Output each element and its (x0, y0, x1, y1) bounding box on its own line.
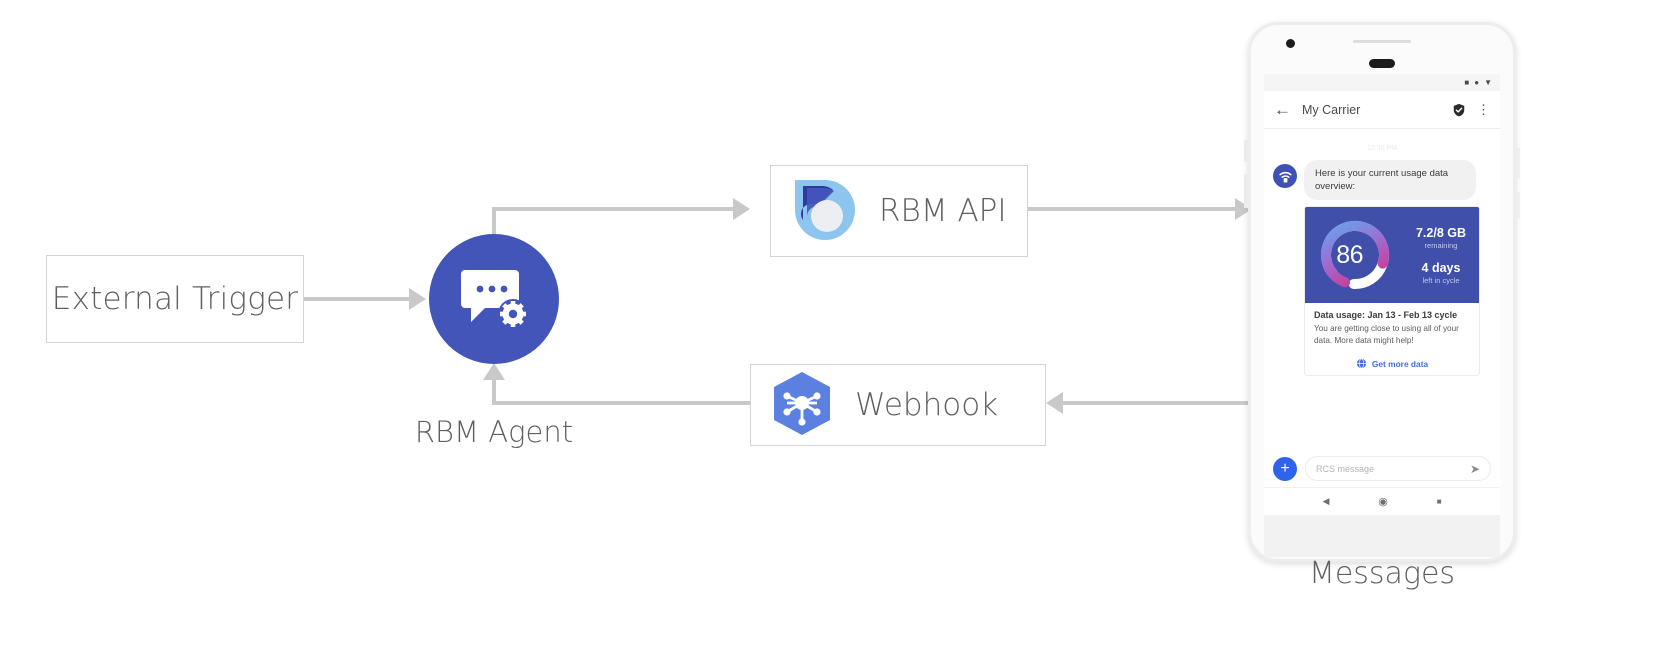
connector-agent-to-api (492, 207, 733, 211)
phone-volume-button (1244, 140, 1248, 162)
connector-api-to-phone (1028, 207, 1235, 211)
phone-speaker-grill (1353, 40, 1411, 43)
hexagon-nodes-icon (774, 372, 830, 435)
card-description: You are getting close to using all of yo… (1314, 324, 1459, 346)
connector-webhook-to-agent (492, 401, 750, 405)
stat-days-value: 4 days (1421, 260, 1461, 275)
globe-icon (1356, 358, 1366, 369)
arrowhead-webhook-to-agent (483, 363, 505, 380)
wifi-dot-icon: ● (1474, 77, 1480, 87)
node-external-trigger[interactable]: External Trigger (46, 255, 304, 343)
phone-power-button (1244, 174, 1248, 208)
app-bar-title: My Carrier (1302, 102, 1361, 117)
phone-camera (1286, 39, 1295, 48)
plus-icon[interactable]: + (1273, 456, 1297, 481)
stat-days-caption: left in cycle (1422, 275, 1460, 285)
overflow-menu-icon[interactable]: ⋮ (1477, 102, 1490, 117)
nav-home-icon[interactable]: ◉ (1378, 496, 1388, 508)
gauge-percent-value: 86 (1336, 240, 1364, 269)
rbm-agent-label: RBM Agent (414, 415, 574, 449)
conversation-timestamp: 12:30 PM (1367, 145, 1397, 152)
node-webhook[interactable]: Webhook (750, 364, 1046, 446)
node-rbm-agent[interactable] (429, 234, 559, 364)
android-nav-bar: ◀ ◉ ■ (1264, 487, 1500, 515)
verified-shield-icon (1453, 103, 1465, 116)
rbm-api-label: RBM API (879, 193, 1007, 229)
gauge-percent-symbol: % (1364, 275, 1374, 288)
battery-icon: ▼ (1484, 77, 1492, 87)
rbm-agent-circle (429, 234, 559, 364)
nav-back-icon[interactable]: ◀ (1322, 496, 1330, 506)
phone-earpiece (1369, 59, 1395, 68)
external-trigger-label: External Trigger (51, 281, 299, 317)
card-hero: 86 % 7.2/8 GB remaining 4 days lef (1305, 207, 1479, 304)
get-more-data-label: Get more data (1371, 358, 1429, 369)
arrowhead-phone-to-webhook (1046, 392, 1063, 414)
send-icon[interactable]: ➤ (1469, 461, 1480, 476)
back-arrow-icon[interactable]: ← (1274, 100, 1291, 119)
phone-chin (1264, 515, 1500, 557)
phone-side-accent-bottom (1516, 192, 1520, 218)
stat-days-left: 4 days left in cycle (1401, 260, 1479, 285)
arrowhead-agent-to-api (733, 198, 750, 220)
conversation-area: 12:30 PM Here is your current usage data… (1264, 129, 1500, 376)
connector-agent-bottom-riser (492, 380, 496, 403)
message-row-incoming: Here is your current usage data overview… (1273, 160, 1491, 201)
stat-data-remaining: 7.2/8 GB remaining (1401, 225, 1479, 250)
messages-label: Messages (1308, 556, 1456, 591)
usage-gauge: 86 % (1317, 217, 1393, 293)
signal-icon: ■ (1464, 77, 1470, 87)
connector-phone-to-webhook (1060, 401, 1250, 405)
connector-agent-up (492, 207, 496, 239)
stat-data-value: 7.2/8 GB (1415, 225, 1467, 240)
card-stats: 7.2/8 GB remaining 4 days left in cycle (1401, 207, 1479, 303)
chat-gear-icon (461, 270, 528, 329)
webhook-label: Webhook (855, 387, 999, 423)
rcs-message-placeholder: RCS message (1316, 463, 1375, 474)
phone-side-accent-top (1516, 148, 1520, 178)
gauge-percent: 86 % (1317, 217, 1393, 293)
composer: + RCS message ➤ (1264, 456, 1500, 481)
status-bar: ■ ● ▼ (1264, 74, 1500, 91)
rcs-message-input[interactable]: RCS message ➤ (1305, 456, 1491, 481)
card-body: Data usage: Jan 13 - Feb 13 cycle You ar… (1305, 303, 1479, 351)
phone-screen: ■ ● ▼ ← My Carrier ⋮ 12:30 PM (1264, 74, 1500, 515)
carrier-wifi-avatar-icon (1273, 164, 1297, 188)
app-bar: ← My Carrier ⋮ (1264, 91, 1500, 129)
get-more-data-button[interactable]: Get more data (1305, 351, 1479, 375)
rich-card[interactable]: 86 % 7.2/8 GB remaining 4 days lef (1304, 206, 1480, 376)
stat-data-caption: remaining (1424, 240, 1458, 250)
card-title: Data usage: Jan 13 - Feb 13 cycle (1314, 310, 1458, 321)
nav-recent-icon[interactable]: ■ (1436, 497, 1442, 506)
greeting-bubble: Here is your current usage data overview… (1304, 160, 1476, 201)
node-rbm-api[interactable]: RBM API (770, 165, 1028, 257)
phone-mockup: ■ ● ▼ ← My Carrier ⋮ 12:30 PM (1244, 22, 1520, 562)
rbm-teardrop-icon (795, 180, 855, 240)
connector-trigger-to-agent (304, 297, 409, 301)
arrowhead-trigger-to-agent (409, 288, 426, 310)
